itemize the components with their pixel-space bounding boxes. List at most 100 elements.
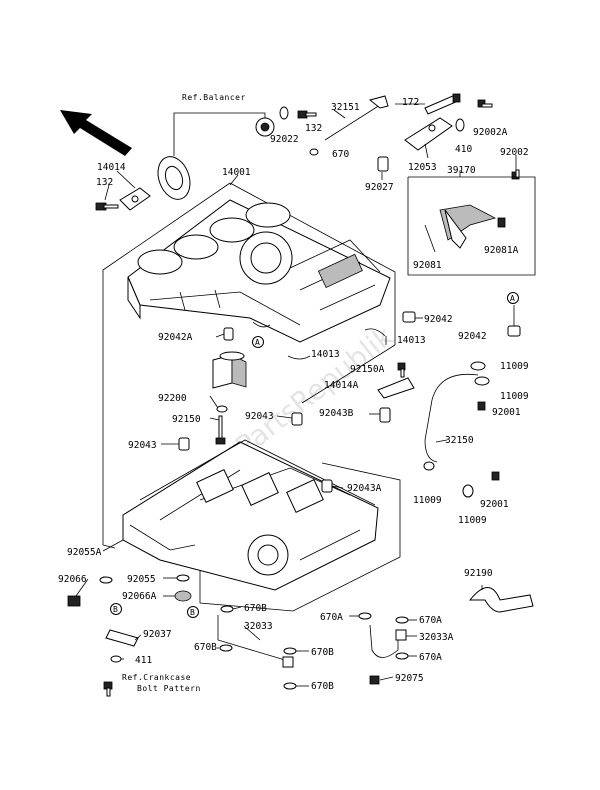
label-92043-b: 92043 (128, 440, 157, 451)
label-670: 670 (332, 149, 349, 160)
label-92042-a: 92042 (424, 314, 453, 325)
label-670B-c: 670B (311, 647, 334, 658)
label-92042-b: 92042 (458, 331, 487, 342)
dowel-92042A (223, 327, 234, 341)
label-11009-a: 11009 (500, 361, 529, 372)
part-labels: 14001 14014 132 132 92022 32151 670 172 … (58, 97, 529, 692)
ref-crankcase-label: Ref.Crankcase (122, 673, 191, 682)
bolt-92002A (477, 99, 493, 108)
label-92066: 92066 (58, 574, 87, 585)
label-14014: 14014 (97, 162, 126, 173)
mark-a-1: A (255, 338, 260, 347)
label-92200: 92200 (158, 393, 187, 404)
label-92043B: 92043B (319, 408, 354, 419)
label-92081A: 92081A (484, 245, 519, 256)
bracket-92037 (105, 629, 139, 647)
front-arrow-icon (60, 110, 132, 156)
bolt-crankcase (103, 681, 113, 697)
washer-411 (110, 655, 122, 663)
label-92001-a: 92001 (492, 407, 521, 418)
label-411: 411 (135, 655, 152, 666)
dowel-92027 (377, 156, 389, 172)
bolt-92002 (511, 169, 520, 180)
label-14013-a: 14013 (311, 349, 340, 360)
label-92075: 92075 (395, 673, 424, 684)
bolt-132-top (297, 110, 317, 119)
label-92150A: 92150A (350, 364, 385, 375)
label-92150: 92150 (172, 414, 201, 425)
plug-92066A (174, 590, 192, 602)
balancer-bearing (157, 112, 266, 200)
label-670A-c: 670A (419, 652, 442, 663)
lower-crankcase (122, 439, 379, 591)
ring-92055 (176, 574, 190, 582)
mark-b-1: B (113, 605, 118, 614)
label-11009-c: 11009 (413, 495, 442, 506)
upper-crankcase (127, 199, 391, 343)
label-92001-b: 92001 (480, 499, 509, 510)
ref-balancer-label: Ref.Balancer (182, 93, 246, 102)
dowel-92043 (291, 412, 303, 426)
half-ring-14013 (252, 321, 386, 360)
label-92055A: 92055A (67, 547, 102, 558)
mark-a-2: A (510, 294, 515, 303)
cap-92042 (402, 311, 416, 323)
label-670B-b: 670B (194, 642, 217, 653)
bracket-14014A (377, 377, 415, 399)
label-132-left: 132 (96, 177, 113, 188)
mark-b-2: B (190, 608, 195, 617)
oil-pipe-32150 (423, 361, 500, 498)
label-11009-b: 11009 (500, 391, 529, 402)
label-32033A: 32033A (419, 632, 454, 643)
label-92066A: 92066A (122, 591, 157, 602)
label-32151: 32151 (331, 102, 360, 113)
dowel-92043A (321, 479, 333, 493)
label-670B-d: 670B (311, 681, 334, 692)
label-92042A: 92042A (158, 332, 193, 343)
ref-bolt-pattern-label: Bolt Pattern (137, 684, 201, 693)
label-92055: 92055 (127, 574, 156, 585)
washer-92200 (216, 405, 228, 413)
guide-box (407, 176, 536, 276)
label-92081: 92081 (413, 260, 442, 271)
label-92002: 92002 (500, 147, 529, 158)
lower-case-frame (199, 462, 401, 612)
hose-92190 (468, 587, 534, 613)
label-92037: 92037 (143, 629, 172, 640)
leader-lines (75, 103, 517, 687)
bolt-172 (424, 93, 461, 115)
label-92022: 92022 (270, 134, 299, 145)
circle-marks: A A B B (110, 292, 519, 618)
label-12053: 12053 (408, 162, 437, 173)
label-32033: 32033 (244, 621, 273, 632)
bolt-132-left (95, 202, 119, 211)
label-14013-b: 14013 (397, 335, 426, 346)
label-11009-d: 11009 (458, 515, 487, 526)
label-410: 410 (455, 144, 472, 155)
plug-92066 (67, 595, 81, 607)
label-670B-a: 670B (244, 603, 267, 614)
label-39170: 39170 (447, 165, 476, 176)
label-670A-a: 670A (320, 612, 343, 623)
ring-92055A (99, 576, 113, 584)
label-92002A: 92002A (473, 127, 508, 138)
label-14001: 14001 (222, 167, 251, 178)
label-132-top: 132 (305, 123, 322, 134)
dowel-92043B (379, 407, 391, 423)
bracket-14014 (119, 187, 151, 211)
label-14014A: 14014A (324, 380, 359, 391)
pipe-32033A (358, 612, 409, 685)
label-92027: 92027 (365, 182, 394, 193)
label-92043A: 92043A (347, 483, 382, 494)
label-670A-b: 670A (419, 615, 442, 626)
rod-32151 (324, 95, 389, 141)
label-92190: 92190 (464, 568, 493, 579)
tensioner-12053 (404, 117, 453, 151)
cap-92042-right (507, 325, 521, 337)
bolt-92150A (397, 362, 406, 378)
bearing-92200 (212, 351, 247, 389)
washer-410 (455, 118, 465, 132)
pipe-32033 (217, 605, 297, 690)
label-172: 172 (402, 97, 419, 108)
